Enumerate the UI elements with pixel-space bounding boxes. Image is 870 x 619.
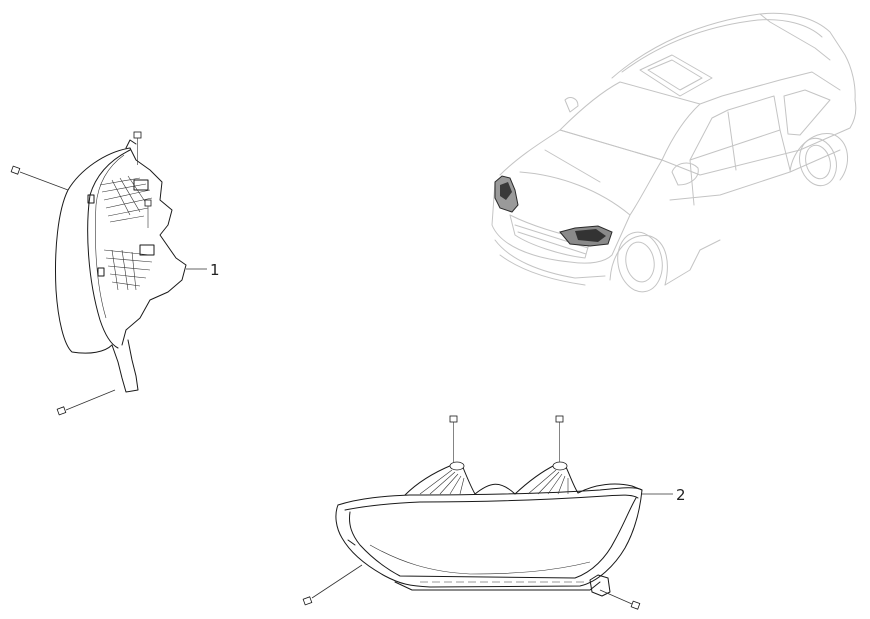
- callout-label-2: 2: [676, 486, 686, 504]
- vehicle-headlamp-left-highlight: [494, 175, 519, 213]
- headlamp-right-icon: [335, 461, 643, 597]
- bolt-icon: [302, 415, 641, 610]
- vehicle-outline-icon: [491, 12, 857, 293]
- callout-label-1: 1: [210, 261, 220, 279]
- vehicle-headlamp-right-highlight: [559, 225, 613, 247]
- bolt-icon: [10, 131, 152, 416]
- headlamp-left-icon: [55, 139, 187, 393]
